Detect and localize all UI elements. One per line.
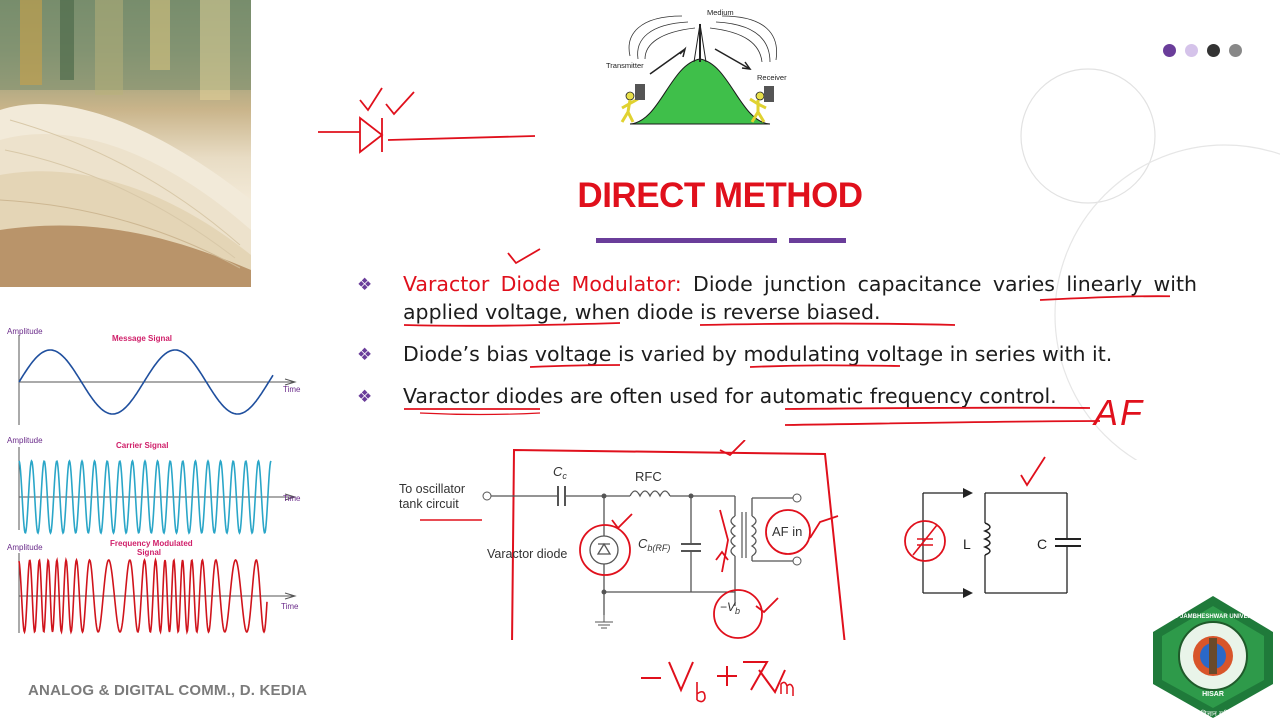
carrier-signal-plot: Amplitude Carrier Signal Time <box>7 436 301 535</box>
carrier-ylabel: Amplitude <box>7 436 43 445</box>
carrier-title: Carrier Signal <box>116 441 168 450</box>
lc-tank-circuit: L C <box>904 456 1081 598</box>
medium-label: Medium <box>707 8 734 17</box>
title-underline-short <box>789 238 846 243</box>
af-in-label: AF in <box>772 524 802 539</box>
bullet-2-text: Diode’s bias voltage is varied by modula… <box>403 342 1113 366</box>
tank-c-label: C <box>1037 536 1047 552</box>
bullet-1-heading: Varactor Diode Modulator: <box>403 272 682 296</box>
handwritten-formula <box>641 661 794 703</box>
handwritten-diode-sketch <box>318 87 536 154</box>
book-photo <box>0 0 251 287</box>
bullet-3: ❖ Varactor diodes are often used for aut… <box>357 382 1197 410</box>
bullet-1-text: Diode junction capacitance varies linear… <box>403 272 1197 324</box>
message-signal-plot: Amplitude Message Signal Time <box>7 327 301 425</box>
circuit-input-label-1: To oscillator <box>399 482 465 496</box>
fm-title: Frequency Modulated <box>110 539 193 548</box>
transmitter-label: Transmitter <box>606 61 644 70</box>
carrier-xlabel: Time <box>283 494 301 503</box>
diamond-bullet-icon: ❖ <box>357 345 373 365</box>
vb-label: −Vb <box>720 600 740 616</box>
fm-title-line2: Signal <box>137 548 161 557</box>
nav-dot-2[interactable] <box>1185 44 1198 57</box>
communication-diagram: Medium Transmitter Receiver <box>606 8 787 125</box>
varactor-circuit: To oscillator tank circuit Cc RFC Varact… <box>399 440 846 640</box>
nav-dot-1[interactable] <box>1163 44 1176 57</box>
fm-ylabel: Amplitude <box>7 543 43 552</box>
bullet-3-text: Varactor diodes are often used for autom… <box>403 384 1057 408</box>
title-underline-long <box>596 238 777 243</box>
background-decor <box>1020 68 1280 460</box>
slide-footer: ANALOG & DIGITAL COMM., D. KEDIA <box>28 682 308 699</box>
cc-label: Cc <box>553 464 567 481</box>
slide-title: DIRECT METHOD <box>577 176 863 215</box>
varactor-label: Varactor diode <box>487 547 567 561</box>
circuit-input-label-2: tank circuit <box>399 497 459 511</box>
handwritten-annotations <box>403 248 1170 426</box>
university-logo: GURU JAMBHESHWAR UNIVERSITY HISAR ज्ञान … <box>1153 596 1273 718</box>
handwritten-af: AF <box>1094 392 1145 433</box>
message-ylabel: Amplitude <box>7 327 43 336</box>
bullet-2: ❖ Diode’s bias voltage is varied by modu… <box>357 340 1197 368</box>
receiver-label: Receiver <box>757 73 787 82</box>
rfc-label: RFC <box>635 469 662 484</box>
logo-motto: ज्ञान विज्ञान सहितम् <box>1189 709 1239 718</box>
nav-dot-3[interactable] <box>1207 44 1220 57</box>
fm-signal-plot: Amplitude Frequency Modulated Signal Tim… <box>7 539 299 635</box>
fm-xlabel: Time <box>281 602 299 611</box>
logo-ring-text: GURU JAMBHESHWAR UNIVERSITY <box>1161 614 1266 620</box>
logo-city: HISAR <box>1202 691 1224 698</box>
tank-l-label: L <box>963 536 971 552</box>
diamond-bullet-icon: ❖ <box>357 275 373 295</box>
waveform-panel: Amplitude Message Signal Time Amplitude … <box>7 327 301 635</box>
message-xlabel: Time <box>283 385 301 394</box>
diamond-bullet-icon: ❖ <box>357 387 373 407</box>
cbrf-label: Cb(RF) <box>638 536 670 553</box>
message-title: Message Signal <box>112 334 172 343</box>
nav-dot-4[interactable] <box>1229 44 1242 57</box>
bullet-1: ❖ Varactor Diode Modulator: Diode juncti… <box>357 270 1197 326</box>
